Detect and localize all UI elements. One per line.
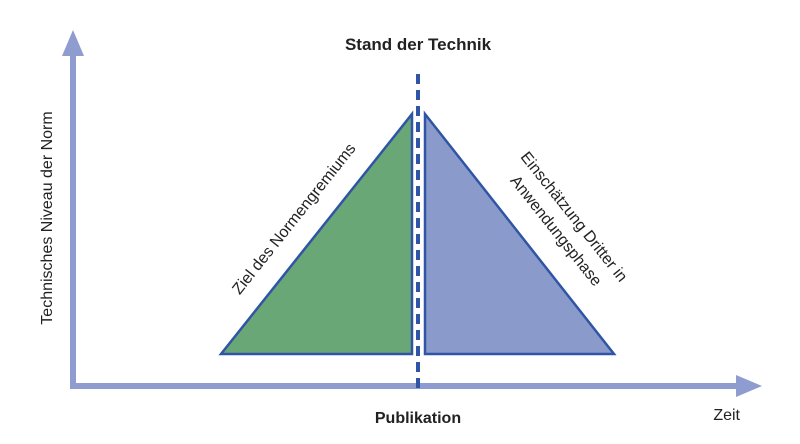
y-axis-label: Technisches Niveau der Norm <box>39 111 56 324</box>
x-axis-label: Zeit <box>713 407 740 424</box>
bottom-label: Publikation <box>375 410 461 427</box>
x-axis-arrowhead <box>736 375 762 397</box>
top-label: Stand der Technik <box>345 35 492 54</box>
y-axis-arrowhead <box>62 30 84 56</box>
right-triangle <box>423 110 617 356</box>
left-triangle <box>218 110 414 356</box>
